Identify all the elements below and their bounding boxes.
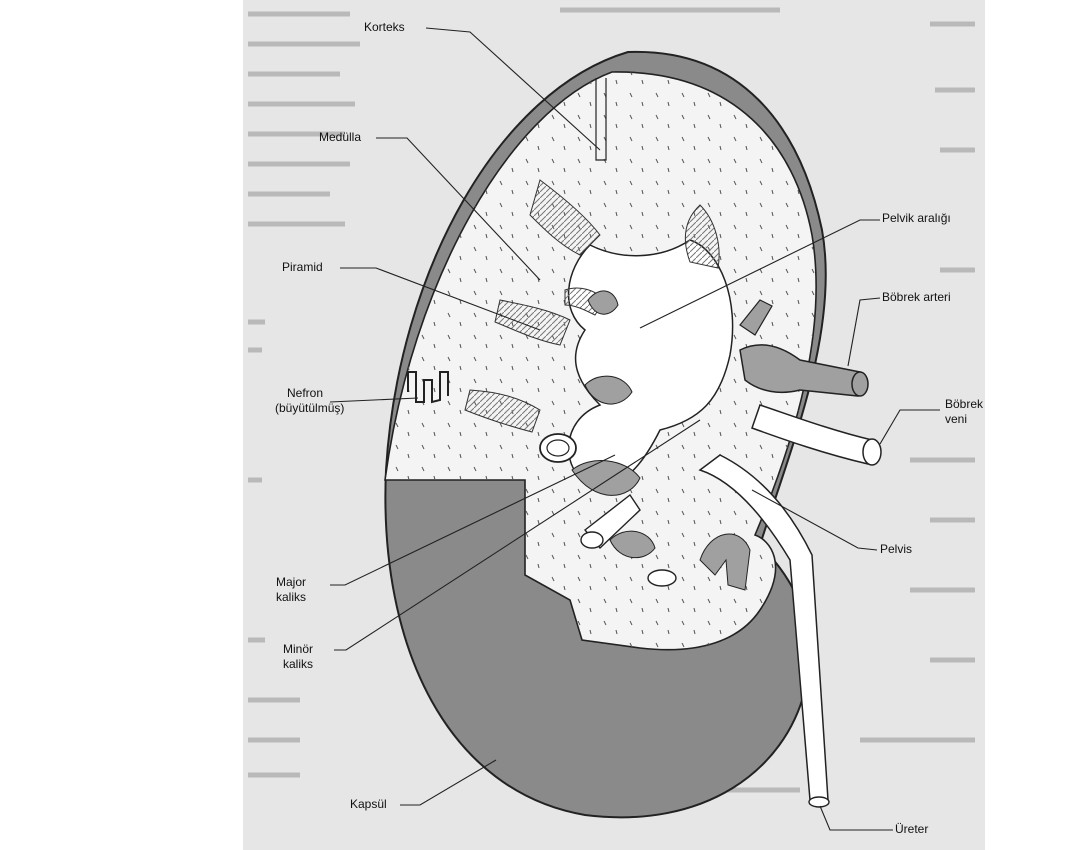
- leader-bobrek-arteri: [848, 298, 880, 366]
- label-major-kaliks: Major kaliks: [276, 575, 306, 605]
- leader-ureter: [820, 806, 893, 830]
- leader-kapsul: [400, 760, 496, 805]
- cut-tube-small: [648, 570, 676, 586]
- label-piramid: Piramid: [282, 260, 323, 275]
- label-bobrek-veni-line2: veni: [945, 412, 983, 427]
- label-kapsul: Kapsül: [350, 797, 387, 812]
- label-major-line1: Major: [276, 575, 306, 590]
- label-korteks: Korteks: [364, 20, 405, 35]
- label-major-line2: kaliks: [276, 590, 306, 605]
- label-bobrek-veni-line1: Böbrek: [945, 397, 983, 412]
- label-minor-line1: Minör: [283, 642, 313, 657]
- label-minor-line2: kaliks: [283, 657, 313, 672]
- label-bobrek-arteri: Böbrek arteri: [882, 290, 951, 305]
- leader-bobrek-veni: [880, 410, 940, 444]
- label-pelvik-araligi: Pelvik aralığı: [882, 211, 951, 226]
- label-pelvis: Pelvis: [880, 542, 912, 557]
- label-minor-kaliks: Minör kaliks: [283, 642, 313, 672]
- label-nefron-line2: (büyütülmüş): [275, 401, 335, 416]
- label-medulla: Medülla: [319, 130, 361, 145]
- label-nefron: Nefron (büyütülmüş): [275, 386, 335, 416]
- label-bobrek-veni: Böbrek veni: [945, 397, 983, 427]
- label-ureter: Üreter: [895, 822, 928, 837]
- label-nefron-line1: Nefron: [275, 386, 335, 401]
